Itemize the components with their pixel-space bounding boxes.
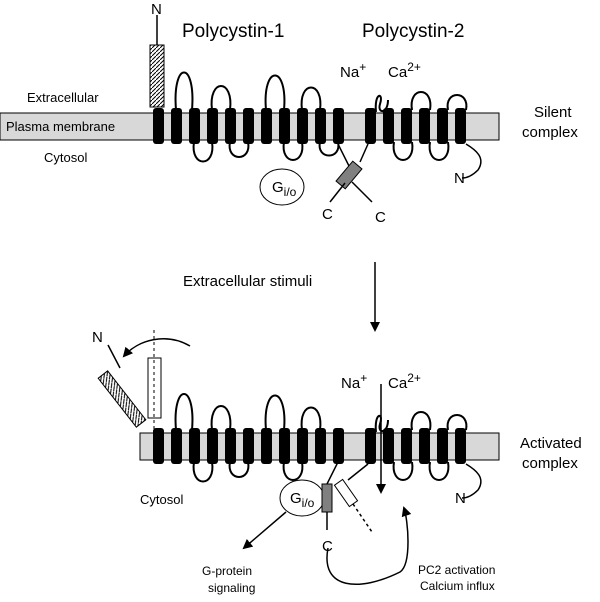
plasma-membrane-label: Plasma membrane — [6, 119, 115, 134]
g-protein-signaling-label-2: signaling — [208, 581, 255, 595]
c-terminus-left-top: C — [322, 206, 333, 223]
pc2-transmembrane-top — [329, 91, 482, 203]
pc1-transmembrane-bottom — [153, 393, 344, 483]
calcium-label-top: Ca2+ — [388, 60, 421, 81]
pc1-n-label-bottom: N — [92, 329, 103, 346]
sodium-label-top: Na+ — [340, 60, 366, 81]
pc1-n-terminal-top — [149, 15, 165, 108]
silent-complex-label: complex — [522, 124, 578, 141]
g-protein-top-label: Gi/o — [272, 179, 297, 199]
sodium-label-bottom: Na+ — [341, 371, 367, 392]
c-terminus-bottom: C — [322, 538, 333, 555]
activated-complex-panel: Gi/o N Na+ Ca2+ Activated complex Cytoso… — [92, 329, 582, 595]
pc2-activation-label: PC2 activation — [418, 563, 495, 577]
pc2-transmembrane-bottom — [365, 384, 482, 499]
polycystin-2-label: Polycystin-2 — [362, 21, 464, 42]
polycystin-1-label: Polycystin-1 — [182, 21, 284, 42]
silent-complex-panel: Gi/o N Polycystin-1 Polycystin-2 Na+ Ca2… — [0, 1, 578, 226]
pc2-n-label-top: N — [454, 170, 465, 187]
extracellular-label: Extracellular — [27, 90, 99, 105]
activated-label: Activated — [520, 435, 582, 452]
cytosol-label-bottom: Cytosol — [140, 492, 183, 507]
calcium-label-bottom: Ca2+ — [388, 371, 421, 392]
g-protein-bottom-label: Gi/o — [290, 490, 315, 510]
pc1-n-terminal-bottom — [97, 330, 191, 430]
pc1-transmembrane-top — [153, 71, 351, 169]
calcium-influx-label: Calcium influx — [420, 579, 495, 593]
cytosol-label-top: Cytosol — [44, 150, 87, 165]
g-protein-signaling-label-1: G-protein — [202, 564, 252, 578]
silent-label: Silent — [534, 104, 572, 121]
extracellular-stimuli-label: Extracellular stimuli — [183, 273, 312, 290]
c-terminus-right-top: C — [375, 209, 386, 226]
g-protein-top — [259, 168, 305, 206]
pc1-n-label-top: N — [151, 1, 162, 18]
stimuli-transition: Extracellular stimuli — [183, 262, 380, 332]
activated-complex-label: complex — [522, 455, 578, 472]
pc2-n-label-bottom: N — [455, 490, 466, 507]
